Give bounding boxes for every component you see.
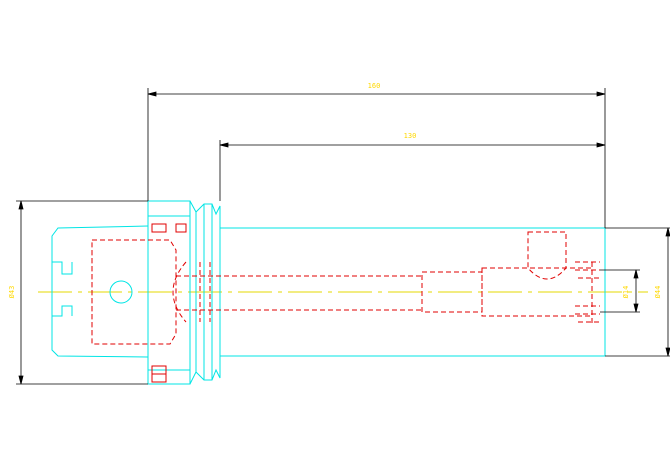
dim-bore-diameter-label: Ø14: [622, 286, 630, 299]
dim-flange-diameter-label: Ø43: [8, 286, 16, 299]
taper-notch-bottom: [52, 305, 73, 317]
flange-block: [147, 200, 191, 385]
dim-130-label: 130: [404, 132, 417, 140]
end-teeth-bottom: [575, 305, 600, 323]
dim-130-arrow-right: [596, 142, 606, 148]
dim-flange-arrow-bottom: [18, 375, 24, 385]
dim-body-arrow-bottom: [665, 347, 670, 357]
visible-outline: [51, 200, 606, 385]
dim-130-arrow-left: [219, 142, 229, 148]
taper-shank-outline: [51, 225, 149, 358]
dim-160-arrow-left: [147, 91, 157, 97]
dimension-lines: [16, 88, 670, 385]
key-slot-top-right: [175, 223, 187, 233]
key-slot-top-left: [151, 223, 167, 233]
side-screw-hole: [527, 231, 567, 280]
dim-160-arrow-right: [596, 91, 606, 97]
coolant-bore-entry: [172, 261, 187, 323]
hidden-lines: [91, 231, 600, 345]
end-teeth-top: [575, 261, 600, 279]
drawbar-hole: [109, 280, 133, 304]
taper-notch-top: [52, 261, 73, 275]
pocket-bore: [481, 267, 593, 317]
dim-body-arrow-top: [665, 227, 670, 237]
body-cylinder: [219, 227, 606, 357]
dim-bore-arrow-bottom: [633, 303, 639, 313]
dim-bore-arrow-top: [633, 269, 639, 279]
dim-flange-arrow-top: [18, 200, 24, 210]
dim-160-label: 160: [368, 82, 381, 90]
dim-body-diameter-label: Ø44: [654, 286, 662, 299]
flange-key-slots: [151, 223, 187, 383]
